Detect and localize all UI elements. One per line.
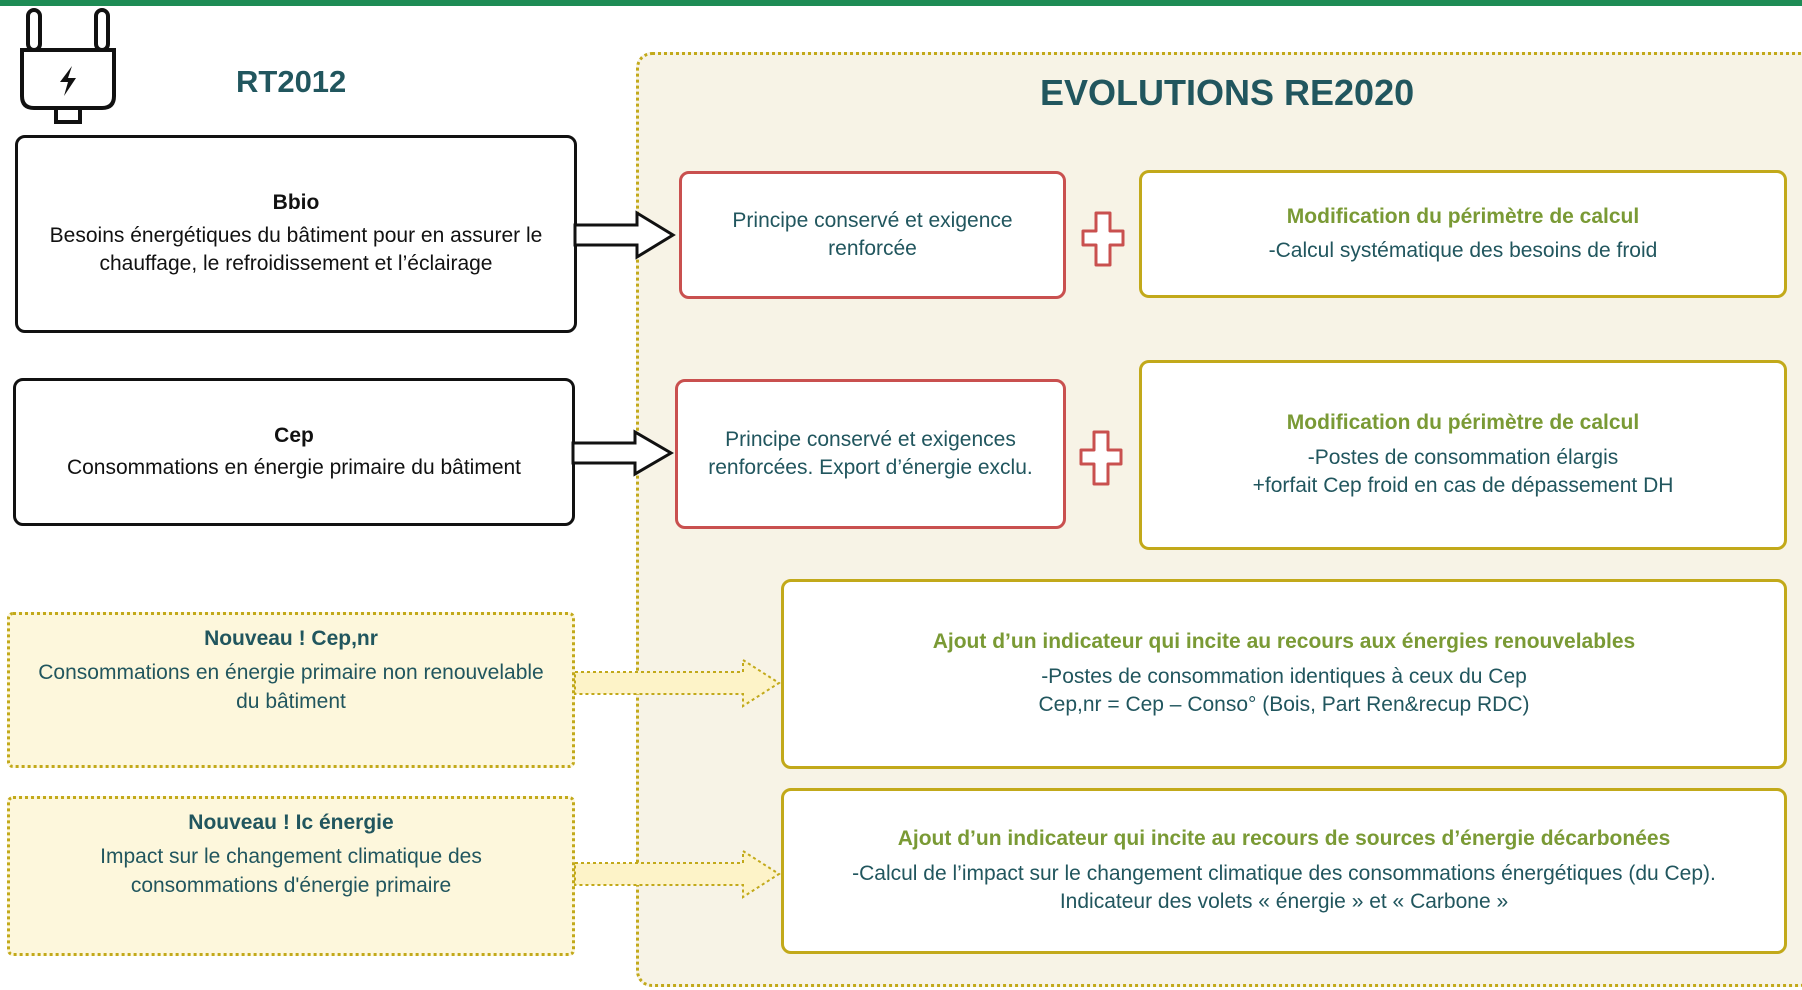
ic-energie-box: Nouveau ! Ic énergie Impact sur le chang… <box>7 796 575 956</box>
evolution-line: +forfait Cep froid en cas de dépassement… <box>1252 474 1674 498</box>
evolution-line: -Calcul de l’impact sur le changement cl… <box>852 861 1716 885</box>
top-accent-bar <box>0 0 1802 6</box>
cepnr-line: Consommations en énergie primaire non re… <box>38 661 544 685</box>
re2020-title: EVOLUTIONS RE2020 <box>1040 72 1415 113</box>
arrow-cep <box>571 429 674 477</box>
evolution-line: -Postes de consommation élargis <box>1307 445 1619 469</box>
arrow-cepnr <box>574 658 781 708</box>
evolution-title: Ajout d’un indicateur qui incite au reco… <box>932 630 1636 654</box>
evolution-box-ic-energie: Ajout d’un indicateur qui incite au reco… <box>781 788 1787 954</box>
cep-box: Cep Consommations en énergie primaire du… <box>13 378 575 526</box>
principle-line: Principe conservé et exigences <box>725 427 1016 451</box>
ic-energie-line: consommations d'énergie primaire <box>130 873 452 897</box>
evolution-title: Modification du périmètre de calcul <box>1286 204 1640 228</box>
evolution-line: -Postes de consommation identiques à ceu… <box>1041 664 1527 688</box>
cep-line: Consommations en énergie primaire du bât… <box>66 456 522 479</box>
evolution-box-cepnr: Ajout d’un indicateur qui incite au reco… <box>781 579 1787 769</box>
cepnr-line: du bâtiment <box>236 689 346 713</box>
ic-energie-title: Nouveau ! Ic énergie <box>188 811 394 834</box>
plus-icon <box>1081 211 1125 267</box>
principle-line: renforcée <box>828 237 917 260</box>
plug-icon <box>20 8 116 124</box>
bbio-line: chauffage, le refroidissement et l’éclai… <box>99 252 493 276</box>
evolution-line: Cep,nr = Cep – Conso° (Bois, Part Ren&re… <box>1038 693 1530 717</box>
evolution-title: Ajout d’un indicateur qui incite au reco… <box>897 827 1671 851</box>
plus-icon <box>1079 430 1123 486</box>
evolution-box-bbio: Modification du périmètre de calcul -Cal… <box>1139 170 1787 298</box>
principle-line: renforcées. Export d’énergie exclu. <box>708 456 1033 479</box>
evolution-line: Indicateur des volets « énergie » et « C… <box>1059 890 1509 914</box>
principle-line: Principe conservé et exigence <box>732 208 1013 232</box>
evolution-title: Modification du périmètre de calcul <box>1286 411 1640 435</box>
ic-energie-line: Impact sur le changement climatique des <box>100 845 482 869</box>
bbio-line: Besoins énergétiques du bâtiment pour en… <box>49 223 543 247</box>
principle-box-cep: Principe conservé et exigences renforcée… <box>675 379 1066 529</box>
cepnr-box: Nouveau ! Cep,nr Consommations en énergi… <box>7 612 575 768</box>
evolution-line: -Calcul systématique des besoins de froi… <box>1268 239 1658 262</box>
arrow-bbio <box>573 210 676 260</box>
bbio-title: Bbio <box>272 191 320 215</box>
evolution-box-cep: Modification du périmètre de calcul -Pos… <box>1139 360 1787 550</box>
bbio-box: Bbio Besoins énergétiques du bâtiment po… <box>15 135 577 333</box>
rt2012-title: RT2012 <box>236 64 347 99</box>
cepnr-title: Nouveau ! Cep,nr <box>204 627 378 650</box>
cep-title: Cep <box>274 423 314 447</box>
arrow-ic-energie <box>574 849 781 899</box>
principle-box-bbio: Principe conservé et exigence renforcée <box>679 171 1066 299</box>
